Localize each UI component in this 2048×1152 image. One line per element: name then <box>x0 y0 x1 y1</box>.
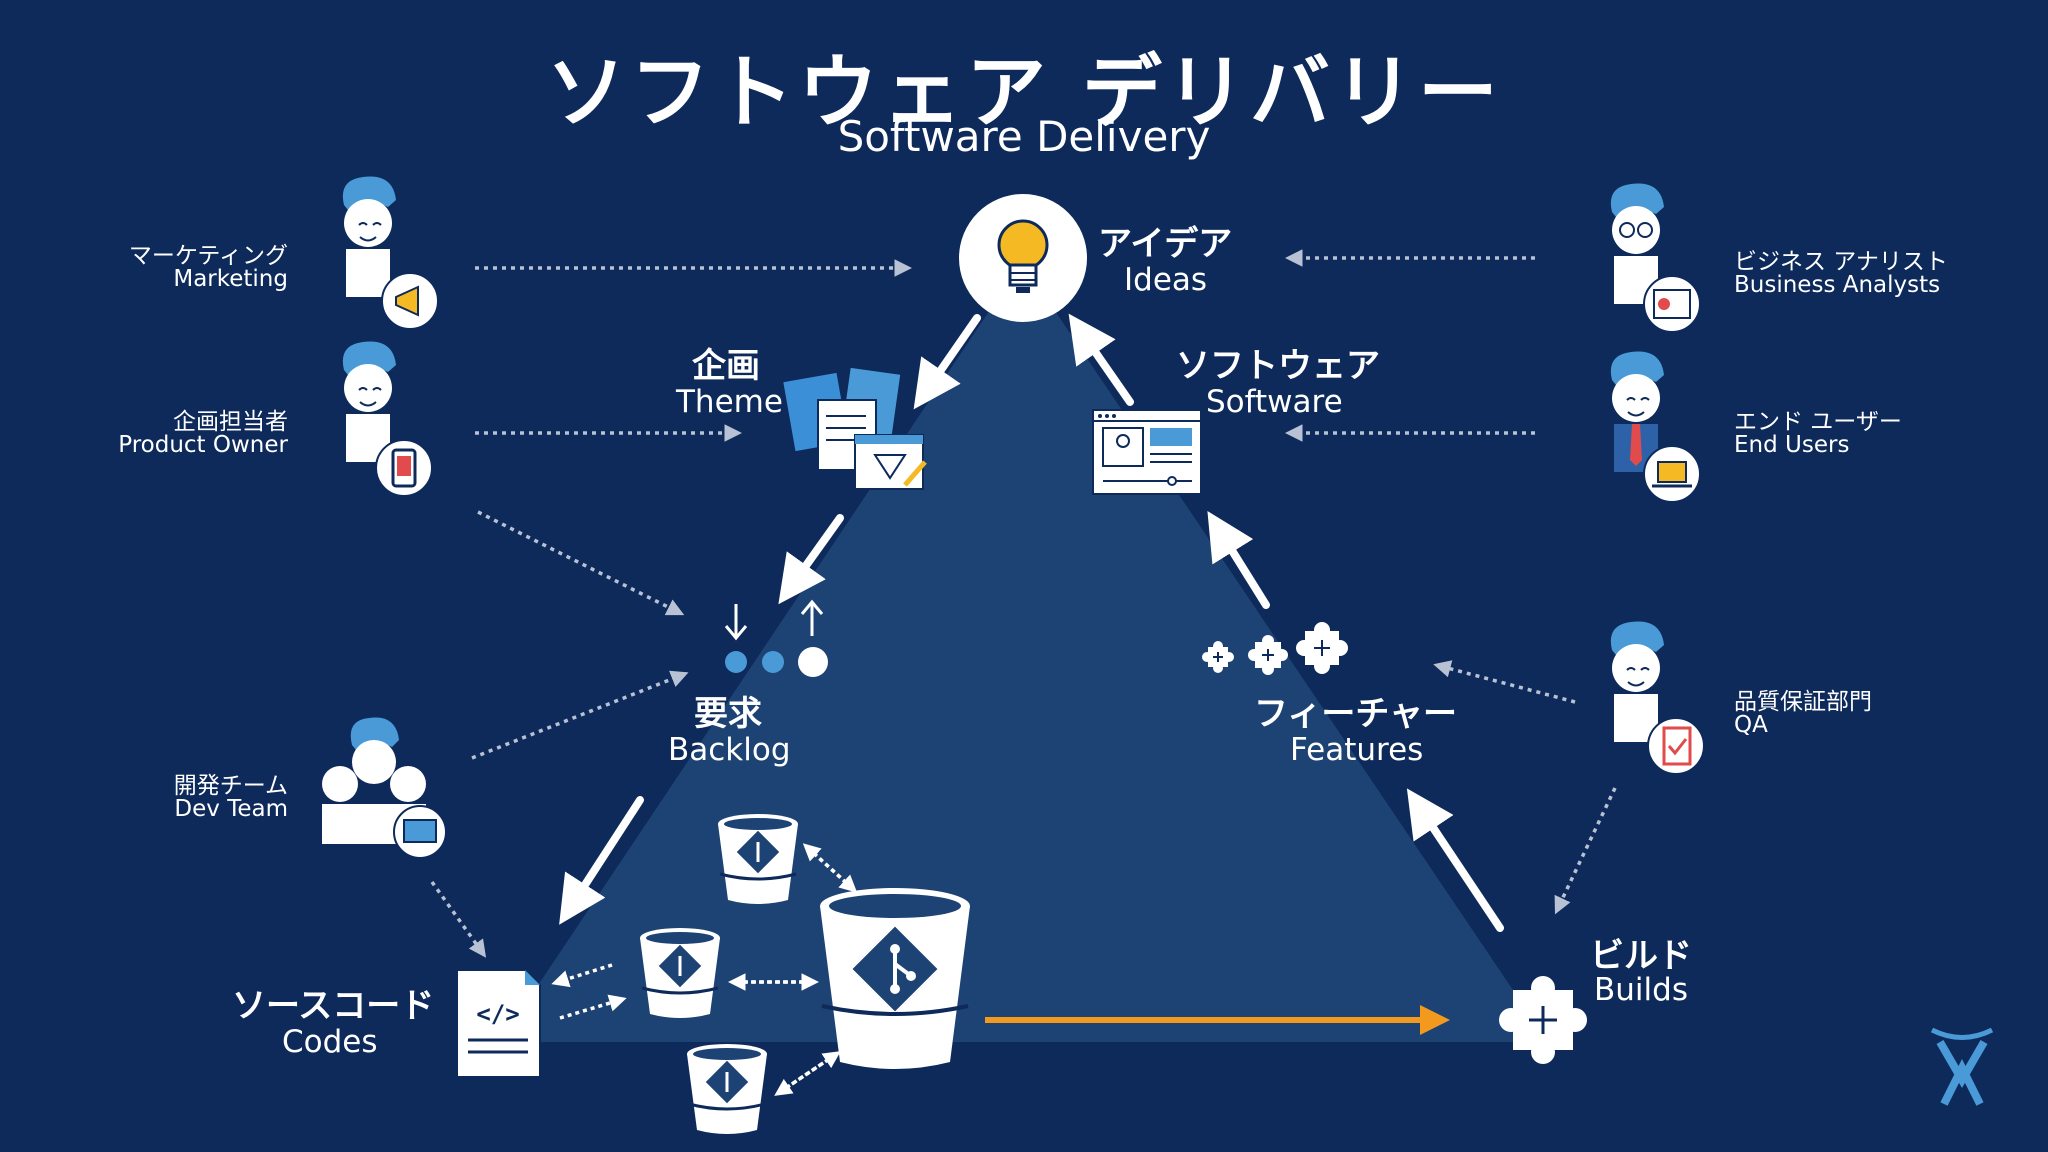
ideas-label-en: Ideas <box>1124 262 1208 298</box>
arrow-features-to-software <box>1207 511 1270 609</box>
builds-label-en: Builds <box>1594 972 1688 1008</box>
arrow-theme-to-backlog <box>778 514 844 605</box>
backlog-icon <box>724 599 828 677</box>
marketing-label-en: Marketing <box>173 266 288 292</box>
codes-label-en: Codes <box>282 1024 378 1060</box>
arrow-backlog-to-codes <box>559 796 644 925</box>
dev-team-label-en: Dev Team <box>174 796 288 822</box>
app-window-icon <box>1092 409 1202 495</box>
arrow-main-to-top-repo <box>802 843 854 890</box>
arrow-software-to-ideas <box>1068 313 1134 406</box>
business-analyst-person-icon <box>1610 183 1701 333</box>
code-file-icon: </> <box>456 969 541 1078</box>
cycle-arrows <box>559 313 1504 932</box>
repo-arrows <box>551 843 858 1096</box>
lightbulb-icon <box>959 194 1087 322</box>
repo-icon-bottom <box>687 1044 767 1134</box>
business-analysts-label-ja: ビジネス アナリスト <box>1734 249 1948 275</box>
backlog-label-ja: 要求 <box>694 694 762 734</box>
dev-team-label-ja: 開発チーム <box>173 773 288 799</box>
backlog-label-en: Backlog <box>668 732 791 768</box>
arrow-ideas-to-theme <box>913 314 981 410</box>
theme-label-en: Theme <box>676 384 783 420</box>
end-users-label-en: End Users <box>1734 432 1850 458</box>
builds-label-ja: ビルド <box>1590 936 1692 976</box>
end-user-person-icon <box>1610 351 1701 503</box>
codes-label-ja: ソースコード <box>232 986 435 1026</box>
theme-label-ja: 企画 <box>692 346 760 386</box>
code-symbol: </> <box>476 1000 519 1028</box>
build-piece-icon <box>1499 976 1587 1064</box>
arrow-product-owner-to-backlog <box>477 510 685 616</box>
business-analysts-label-en: Business Analysts <box>1734 272 1941 298</box>
marketing-person-icon <box>342 176 439 330</box>
role-arrows <box>430 249 1617 958</box>
qa-label-en: QA <box>1734 712 1768 738</box>
repo-icon-main <box>820 888 970 1069</box>
arrow-qa-to-features <box>1433 660 1576 704</box>
repo-icon-left <box>640 928 720 1018</box>
dev-team-icon <box>322 717 447 859</box>
repo-icon-top <box>718 814 798 904</box>
product-owner-label-ja: 企画担当者 <box>173 409 288 435</box>
product-owner-label-en: Product Owner <box>118 432 288 458</box>
documents-icon <box>781 365 927 490</box>
arrow-main-to-bottom-repo <box>774 1053 836 1096</box>
ideas-label-ja: アイデア <box>1098 224 1233 264</box>
software-label-ja: ソフトウェア <box>1176 346 1380 386</box>
arrow-dev-team-to-backlog <box>471 670 689 760</box>
end-users-label-ja: エンド ユーザー <box>1734 409 1902 435</box>
arrow-dev-team-to-codes <box>430 880 487 958</box>
qa-person-icon <box>1610 621 1705 775</box>
marketing-label-ja: マーケティング <box>128 243 288 269</box>
features-label-ja: フィーチャー <box>1254 694 1457 734</box>
delivery-triangle <box>500 262 1548 1042</box>
qa-label-ja: 品質保証部門 <box>1734 689 1872 715</box>
page-title: ソフトウェア デリバリー <box>546 46 1502 139</box>
features-label-en: Features <box>1290 732 1424 768</box>
software-label-en: Software <box>1206 384 1343 420</box>
feature-pieces-icon <box>1202 622 1348 675</box>
atlassian-logo-icon <box>1930 1027 1994 1106</box>
product-owner-person-icon <box>342 341 433 497</box>
arrow-code-file-to-repo <box>559 994 627 1020</box>
arrow-qa-to-builds <box>1554 787 1617 915</box>
arrow-repo-to-code-file <box>551 963 613 988</box>
arrow-builds-to-features <box>1406 788 1504 932</box>
page-subtitle: Software Delivery <box>837 112 1211 161</box>
